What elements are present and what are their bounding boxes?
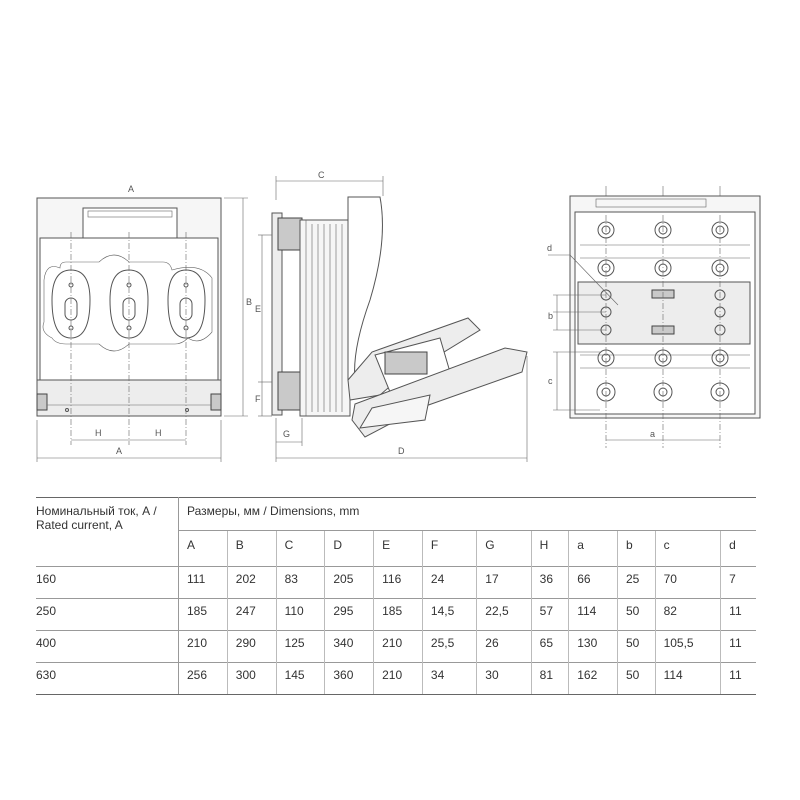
dimension-cell: 24: [421, 566, 477, 599]
dimension-cell: 34: [421, 662, 477, 695]
table-row: 160 111 202 83 205 116 24 17 36 66 25 70…: [36, 566, 756, 599]
dimension-cell: 7: [720, 566, 756, 599]
dimension-cell: 50: [617, 630, 656, 663]
dim-label-a-top: A: [128, 184, 134, 194]
dimension-cell: 247: [226, 598, 277, 631]
front-view: H H A B A: [36, 184, 252, 462]
dimension-cell: 116: [373, 566, 423, 599]
table-columns-row: A B C D E F G H a b c d: [36, 530, 756, 567]
column-header: d: [720, 530, 756, 567]
dimension-cell: 125: [275, 630, 325, 663]
dim-label-h-2: H: [155, 428, 162, 438]
dimension-cell: 360: [324, 662, 374, 695]
column-header: G: [476, 530, 532, 567]
dim-label-c-lower: c: [548, 376, 553, 386]
dimension-cell: 70: [654, 566, 721, 599]
dimension-cell: 185: [178, 598, 228, 631]
table-header-row: Номинальный ток, А / Rated current, A Ра…: [36, 497, 756, 567]
dimension-cell: 290: [226, 630, 277, 663]
column-header: D: [324, 530, 374, 567]
dim-label-b-lower: b: [548, 311, 553, 321]
dimension-cell: 256: [178, 662, 228, 695]
column-header: H: [530, 530, 569, 567]
dimension-cell: 111: [178, 566, 228, 599]
dim-label-e: E: [255, 304, 261, 314]
column-header: A: [178, 530, 228, 567]
dim-label-d-lower: d: [547, 243, 552, 253]
dimension-drawing: H H A B A C: [36, 170, 761, 462]
dimension-cell: 17: [476, 566, 532, 599]
rated-current-cell: 160: [36, 566, 179, 599]
dimension-cell: 81: [530, 662, 569, 695]
dim-label-h-1: H: [95, 428, 102, 438]
dimension-cell: 30: [476, 662, 532, 695]
column-header: E: [373, 530, 423, 567]
dimension-cell: 130: [568, 630, 618, 663]
column-header: c: [654, 530, 721, 567]
column-header: a: [568, 530, 618, 567]
dimension-cell: 11: [720, 662, 756, 695]
side-view: C E F G D: [255, 170, 528, 462]
dimension-cell: 210: [178, 630, 228, 663]
dimension-cell: 202: [226, 566, 277, 599]
rated-current-cell: 400: [36, 630, 179, 663]
dim-label-c-upper: C: [318, 170, 325, 180]
dimension-cell: 105,5: [654, 630, 721, 663]
rated-current-cell: 630: [36, 662, 179, 695]
dimension-cell: 66: [568, 566, 618, 599]
dim-label-g-upper: G: [283, 429, 290, 439]
dimension-cell: 114: [568, 598, 618, 631]
dimension-cell: 185: [373, 598, 423, 631]
rated-current-cell: 250: [36, 598, 179, 631]
dimension-cell: 14,5: [421, 598, 477, 631]
rear-view: d b c a: [547, 186, 761, 448]
column-header: F: [421, 530, 477, 567]
dimension-cell: 22,5: [476, 598, 532, 631]
dimension-cell: 50: [617, 598, 656, 631]
dimension-cell: 83: [275, 566, 325, 599]
dimension-cell: 340: [324, 630, 374, 663]
dimension-cell: 11: [720, 598, 756, 631]
dim-label-b-upper: B: [246, 297, 252, 307]
column-header: B: [226, 530, 277, 567]
dimension-cell: 25: [617, 566, 656, 599]
dimension-cell: 26: [476, 630, 532, 663]
dimension-cell: 210: [373, 630, 423, 663]
dim-label-f-upper: F: [255, 394, 261, 404]
dimension-cell: 36: [530, 566, 569, 599]
table-row: 630 256 300 145 360 210 34 30 81 162 50 …: [36, 662, 756, 695]
dimension-cell: 57: [530, 598, 569, 631]
rated-current-header: Номинальный ток, А / Rated current, A: [36, 497, 179, 567]
dimension-cell: 205: [324, 566, 374, 599]
dimension-cell: 300: [226, 662, 277, 695]
dimension-cell: 110: [275, 598, 325, 631]
dimension-cell: 295: [324, 598, 374, 631]
dimension-cell: 162: [568, 662, 618, 695]
dim-label-a-upper: A: [116, 446, 122, 456]
dimensions-header: Размеры, мм / Dimensions, mm: [178, 497, 756, 531]
dim-label-a-lower: a: [650, 429, 655, 439]
dimensions-table: Номинальный ток, А / Rated current, A Ра…: [36, 497, 756, 695]
dim-label-d-upper: D: [398, 446, 405, 456]
table-row: 250 185 247 110 295 185 14,5 22,5 57 114…: [36, 598, 756, 631]
table-row: 400 210 290 125 340 210 25,5 26 65 130 5…: [36, 630, 756, 663]
dimension-cell: 82: [654, 598, 721, 631]
column-header: b: [617, 530, 656, 567]
dimension-cell: 65: [530, 630, 569, 663]
dimension-cell: 210: [373, 662, 423, 695]
dimension-cell: 11: [720, 630, 756, 663]
column-header: C: [275, 530, 325, 567]
dimension-cell: 50: [617, 662, 656, 695]
dimension-cell: 145: [275, 662, 325, 695]
dimension-cell: 114: [654, 662, 721, 695]
dimension-cell: 25,5: [421, 630, 477, 663]
